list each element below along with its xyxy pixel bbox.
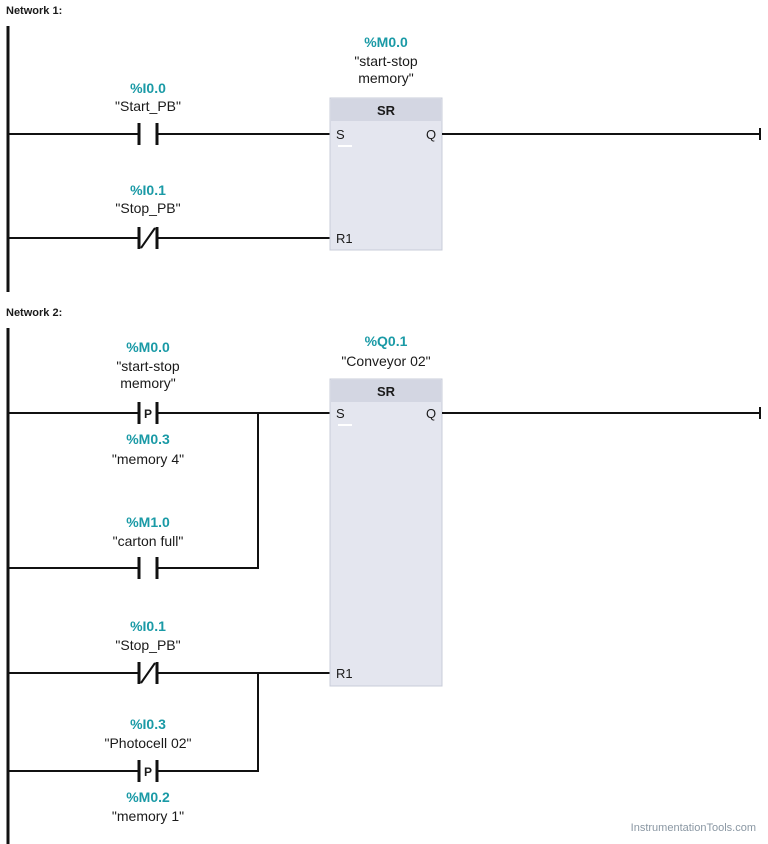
block-type: SR [377,103,396,118]
contact-ptrig-start-stop-memory[interactable]: %M0.0 "start-stop memory" P %M0.3 "memor… [8,339,330,467]
edge-flag: P [144,407,152,421]
contact-tag: "Photocell 02" [105,735,192,751]
edge-address: %M0.2 [126,789,170,805]
pin-set-label: S [336,406,345,421]
block-tag-line-1: "start-stop [354,53,418,69]
sr-block-conveyor-02[interactable]: %Q0.1 "Conveyor 02" SR S Q R1 [329,333,443,687]
contact-tag-line-1: "start-stop [116,358,180,374]
edge-address: %M0.3 [126,431,170,447]
contact-stop-pb-2[interactable]: %I0.1 "Stop_PB" [8,618,330,684]
nc-slash [140,227,156,249]
contact-start-pb[interactable]: %I0.0 "Start_PB" [8,80,330,145]
pin-set-label: S [336,127,345,142]
network-title: Network 1: [6,5,62,17]
block-header [331,99,441,121]
nc-slash [140,662,156,684]
contact-address: %I0.1 [130,182,166,198]
edge-flag: P [144,765,152,779]
contact-tag: "Stop_PB" [115,200,180,216]
block-address: %M0.0 [364,34,408,50]
block-body [329,378,443,687]
watermark: InstrumentationTools.com [631,822,756,834]
contact-tag: "carton full" [113,533,184,549]
edge-tag: "memory 1" [112,808,184,824]
contact-tag-line-2: memory" [120,375,176,391]
contact-address: %I0.3 [130,716,166,732]
network-title: Network 2: [6,307,62,319]
block-header [331,380,441,402]
block-tag: "Conveyor 02" [341,353,430,369]
pin-output-label: Q [426,406,436,421]
pin-reset-label: R1 [336,666,353,681]
contact-address: %M0.0 [126,339,170,355]
contact-address: %I0.0 [130,80,166,96]
contact-address: %I0.1 [130,618,166,634]
network-2: Network 2: %M0.0 "start-stop memory" P %… [6,307,761,844]
block-tag-line-2: memory" [358,70,414,86]
contact-ptrig-photocell-02[interactable]: %I0.3 "Photocell 02" P %M0.2 "memory 1" [8,673,259,824]
contact-tag: "Stop_PB" [115,637,180,653]
pin-output-label: Q [426,127,436,142]
block-type: SR [377,384,396,399]
pin-reset-label: R1 [336,231,353,246]
contact-stop-pb[interactable]: %I0.1 "Stop_PB" [8,182,330,249]
network-1: Network 1: %I0.0 "Start_PB" %I0.1 "Stop_… [6,5,761,292]
edge-tag: "memory 4" [112,451,184,467]
sr-block-start-stop-memory[interactable]: %M0.0 "start-stop memory" SR S Q R1 [329,34,443,251]
block-address: %Q0.1 [365,333,408,349]
block-body [329,97,443,251]
contact-tag: "Start_PB" [115,98,181,114]
contact-carton-full[interactable]: %M1.0 "carton full" [8,413,259,579]
contact-address: %M1.0 [126,514,170,530]
